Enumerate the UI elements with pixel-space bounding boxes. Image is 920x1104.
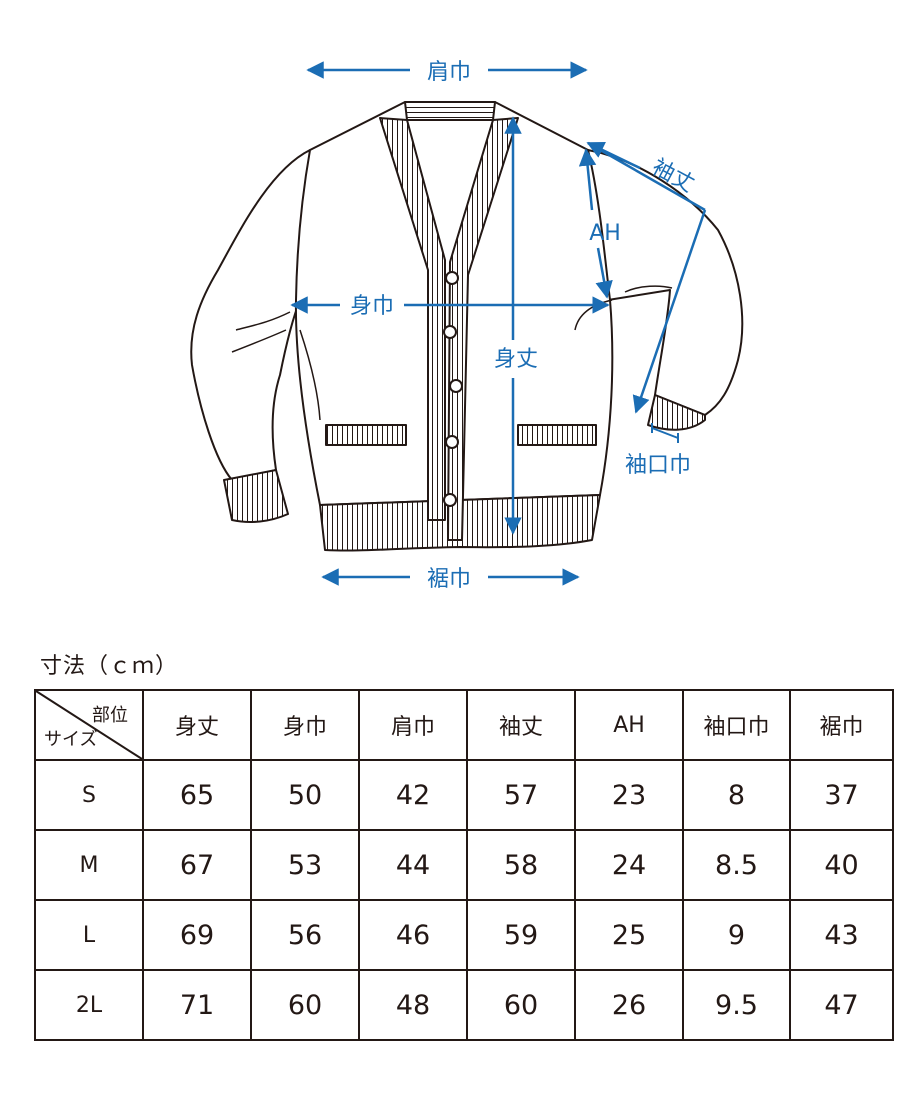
header-cuff-width: 袖口巾	[682, 689, 791, 761]
value-cell: 71	[142, 969, 252, 1041]
table-row: 2L 71 60 48 60 26 9.5 47	[34, 969, 894, 1041]
value-cell: 24	[574, 829, 684, 901]
value-cell: 40	[789, 829, 894, 901]
value-cell: 9	[682, 899, 791, 971]
size-cell: M	[34, 829, 144, 901]
header-shoulder-width: 肩巾	[358, 689, 468, 761]
value-cell: 53	[250, 829, 360, 901]
value-cell: 69	[142, 899, 252, 971]
value-cell: 67	[142, 829, 252, 901]
value-cell: 8	[682, 759, 791, 831]
header-sleeve-length: 袖丈	[466, 689, 576, 761]
value-cell: 65	[142, 759, 252, 831]
value-cell: 60	[466, 969, 576, 1041]
label-shoulder-width: 肩巾	[427, 60, 471, 85]
header-hem-width: 裾巾	[789, 689, 894, 761]
label-cuff-width: 袖口巾	[625, 453, 691, 478]
value-cell: 59	[466, 899, 576, 971]
cardigan-measurement-diagram: 肩巾 袖丈 AH 身巾 身丈 袖口巾 裾巾	[190, 60, 744, 592]
value-cell: 50	[250, 759, 360, 831]
value-cell: 8.5	[682, 829, 791, 901]
value-cell: 44	[358, 829, 468, 901]
value-cell: 9.5	[682, 969, 791, 1041]
value-cell: 58	[466, 829, 576, 901]
value-cell: 60	[250, 969, 360, 1041]
size-cell: 2L	[34, 969, 144, 1041]
value-cell: 56	[250, 899, 360, 971]
value-cell: 25	[574, 899, 684, 971]
label-body-length: 身丈	[494, 347, 538, 372]
corner-label-size: サイズ	[44, 729, 98, 750]
label-body-width: 身巾	[350, 294, 394, 319]
label-hem-width: 裾巾	[427, 567, 471, 592]
value-cell: 26	[574, 969, 684, 1041]
size-cell: S	[34, 759, 144, 831]
table-header-row: 部位 サイズ 身丈 身巾 肩巾 袖丈 AH 袖口巾 裾巾	[34, 689, 894, 761]
value-cell: 43	[789, 899, 894, 971]
value-cell: 47	[789, 969, 894, 1041]
value-cell: 57	[466, 759, 576, 831]
size-cell: L	[34, 899, 144, 971]
table-row: S 65 50 42 57 23 8 37	[34, 759, 894, 831]
table-row: M 67 53 44 58 24 8.5 40	[34, 829, 894, 901]
value-cell: 48	[358, 969, 468, 1041]
header-corner-cell: 部位 サイズ	[34, 689, 144, 761]
measurement-lines	[290, 61, 707, 586]
value-cell: 42	[358, 759, 468, 831]
value-cell: 23	[574, 759, 684, 831]
header-body-width: 身巾	[250, 689, 360, 761]
table-caption: 寸法（ｃｍ）	[40, 654, 179, 679]
table-row: L 69 56 46 59 25 9 43	[34, 899, 894, 971]
value-cell: 46	[358, 899, 468, 971]
header-body-length: 身丈	[142, 689, 252, 761]
size-table: 部位 サイズ 身丈 身巾 肩巾 袖丈 AH 袖口巾 裾巾 S 65 50 42 …	[34, 689, 894, 1041]
value-cell: 37	[789, 759, 894, 831]
header-armhole: AH	[574, 689, 684, 761]
label-armhole: AH	[589, 221, 621, 246]
corner-label-part: 部位	[92, 705, 128, 726]
